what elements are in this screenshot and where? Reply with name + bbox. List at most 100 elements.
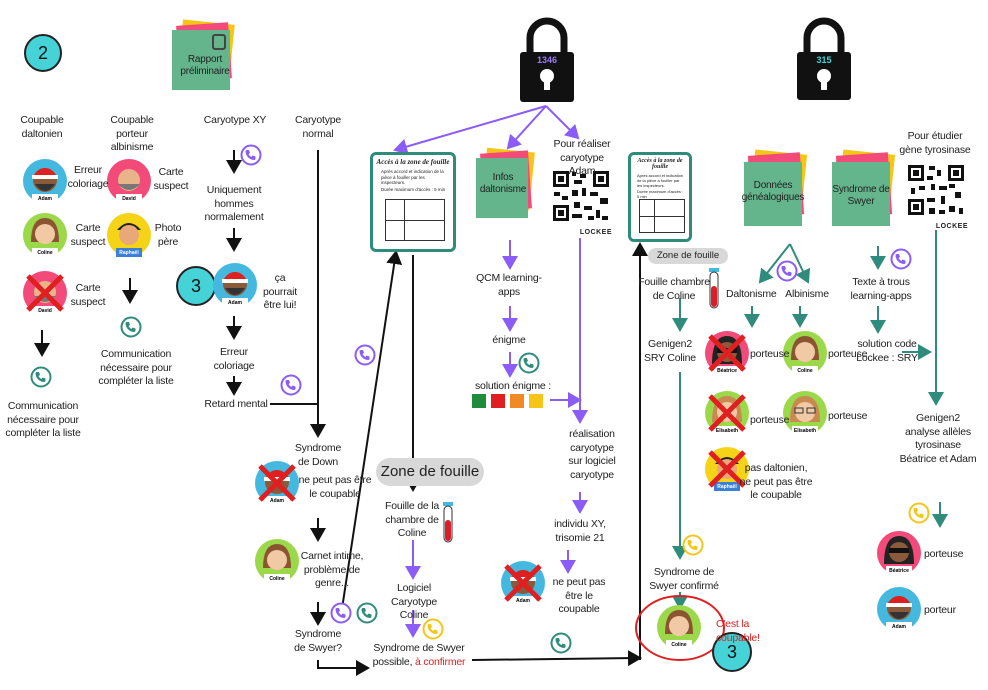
col7-individu: individu XY, trisomie 21 — [554, 518, 606, 544]
phone-icon-purple-2[interactable] — [280, 374, 302, 396]
avatar-david: David — [23, 271, 67, 315]
sticky-note-infos[interactable] — [476, 147, 535, 226]
step-badge-3: 3 — [176, 266, 216, 306]
sticky-note-syndrome[interactable] — [830, 149, 896, 232]
cross-icon — [26, 274, 64, 312]
donnees-label: Données généalogiques — [741, 180, 805, 203]
col4-carnet: Carnet intime, problème de genre... — [300, 550, 364, 589]
phone-icon-teal-2[interactable] — [120, 316, 142, 338]
cross-icon — [708, 334, 746, 372]
card2-line-1: Après accord et indication de la pièce à… — [637, 173, 684, 188]
col6-enigme: énigme — [492, 334, 526, 346]
col8-confirme: Syndrome de Swyer confirmé — [649, 566, 719, 592]
cross-icon — [708, 450, 746, 488]
phone-icon-purple-1[interactable] — [240, 144, 262, 166]
step-badge-3-final: 3 — [712, 632, 752, 672]
phone-icon-teal-3[interactable] — [356, 602, 378, 624]
col3-retard: Retard mental — [204, 398, 268, 410]
col9-porteuse-2: porteuse — [828, 348, 868, 360]
step-badge-2: 2 — [24, 34, 62, 72]
avatar-raphael-crossed: Raphaël — [705, 447, 749, 491]
avatar-coline-coupable: Coline — [657, 605, 701, 649]
arrow-lock-qr — [545, 105, 580, 140]
lock-code-315: 315 — [816, 55, 831, 65]
col2-comm: Communication nécessaire pour compléter … — [98, 348, 174, 387]
qr-brand-2: LOCKEE — [935, 223, 968, 230]
zone-fouille-pill[interactable]: Zone de fouille — [376, 458, 484, 486]
phone-icon-teal-4[interactable] — [518, 352, 540, 374]
avatar-david2-name: David — [122, 196, 136, 202]
color-swatch-2 — [491, 394, 505, 408]
zone-fouille-label-2: Zone de fouille — [656, 250, 720, 261]
card2-title: Accès à la zone de fouille — [637, 158, 683, 170]
col4-down: Syndrome de Down — [294, 442, 342, 468]
access-card-1[interactable]: Accès à la zone de fouille Après accord … — [370, 152, 456, 252]
col5-logiciel: Logiciel Caryotype Coline — [390, 582, 438, 621]
cross-icon — [258, 464, 296, 502]
phone-icon-teal-1[interactable] — [30, 366, 52, 388]
phone-icon-purple-3[interactable] — [354, 344, 376, 366]
avatar-adam-col3-name: Adam — [228, 300, 242, 306]
col9-pasdalt: pas daltonien, ne peut pas être le coupa… — [739, 462, 813, 501]
col2-carte: Carte suspect — [153, 166, 189, 192]
zone-fouille-pill-2[interactable]: Zone de fouille — [648, 248, 728, 264]
color-swatch-3 — [510, 394, 524, 408]
col10-genigen: Genigen2 analyse allèles tyrosinase Béat… — [899, 412, 977, 465]
card-title: Accès à la zone de fouille — [376, 158, 450, 166]
test-tube-icon — [443, 502, 453, 543]
padlock-icon-315[interactable]: 315 — [794, 14, 854, 102]
arrow-to-confirm — [471, 650, 642, 667]
arrow-to-card1 — [339, 250, 403, 623]
phone-icon-purple-5[interactable] — [776, 260, 798, 282]
card2-line-2: Durée maximum d'accès : 5 min — [637, 189, 684, 199]
col3-header: Caryotype XY — [203, 114, 267, 126]
avatar-elisabeth-name: Elisabeth — [794, 428, 816, 434]
col4-nepeut: ne peut pas être le coupable — [298, 474, 372, 500]
avatar-raphael-crossed-name: Raphaël — [717, 484, 737, 490]
phone-icon-yellow-2[interactable] — [682, 534, 704, 556]
col10-porteur: porteur — [924, 604, 956, 616]
qr-code-adam[interactable]: LOCKEE — [550, 168, 612, 236]
col9-daltonisme: Daltonisme — [726, 288, 777, 300]
padlock-icon-1346[interactable]: 1346 — [516, 14, 578, 104]
avatar-coline: Coline — [23, 213, 67, 257]
avatar-adam-crossed-2: Adam — [501, 561, 545, 605]
arrow-to-possible — [317, 660, 370, 676]
col4-swyer-q: Syndrome de Swyer? — [294, 628, 342, 654]
cross-icon — [504, 564, 542, 602]
col1-header: Coupable daltonien — [20, 114, 64, 140]
avatar-beatrice-crossed: Béatrice — [705, 331, 749, 375]
col7-realisation: réalisation caryotype sur logiciel caryo… — [568, 428, 616, 481]
col10-header: Pour étudier gène tyrosinase — [899, 130, 971, 156]
avatar-adam-crossed-name: Adam — [270, 498, 284, 504]
avatar-coline-col4: Coline — [255, 539, 299, 583]
sticky-note-donnees[interactable] — [742, 149, 808, 232]
rapport-label: Rapport préliminaire — [180, 54, 230, 77]
col6-solution: solution énigme : — [475, 380, 551, 392]
col7-nepeut: ne peut pas être le coupable — [552, 576, 606, 615]
col5-possible: Syndrome de Swyer possible, — [372, 642, 465, 668]
avatar-raphael: Raphaël — [107, 213, 151, 257]
col2-header: Coupable porteur albinisme — [110, 114, 154, 153]
phone-icon-purple-4[interactable] — [330, 602, 352, 624]
phone-icon-yellow-1[interactable] — [422, 618, 444, 640]
col6-qcm: QCM learning-apps — [476, 272, 542, 298]
avatar-adam-crossed: Adam — [255, 461, 299, 505]
test-tube-icon-2 — [709, 268, 719, 309]
avatar-beatrice-crossed-name: Béatrice — [717, 368, 737, 374]
phone-icon-yellow-3[interactable] — [908, 502, 930, 524]
qr-code-tyrosinase[interactable]: LOCKEE — [904, 162, 968, 230]
col10-porteuse: porteuse — [924, 548, 964, 560]
card-line-2: Durée maximum d'accès : 5 min — [381, 186, 446, 192]
col2-photo: Photo père — [154, 222, 182, 248]
syndrome-label: Syndrome de Swyer — [832, 184, 890, 207]
phone-icon-purple-6[interactable] — [890, 248, 912, 270]
avatar-elisabeth-crossed-name: Elisabeth — [716, 428, 738, 434]
phone-icon-teal-5[interactable] — [550, 632, 572, 654]
col10-texte: Texte à trous learning-apps — [850, 276, 912, 302]
sticky-note-rapport[interactable] — [170, 19, 236, 96]
col8-coupable: C'est la coupable! — [716, 618, 760, 644]
col3-uniquement: Uniquement hommes normalement — [204, 184, 264, 223]
access-card-2[interactable]: Accès à la zone de fouille Après accord … — [628, 152, 692, 242]
